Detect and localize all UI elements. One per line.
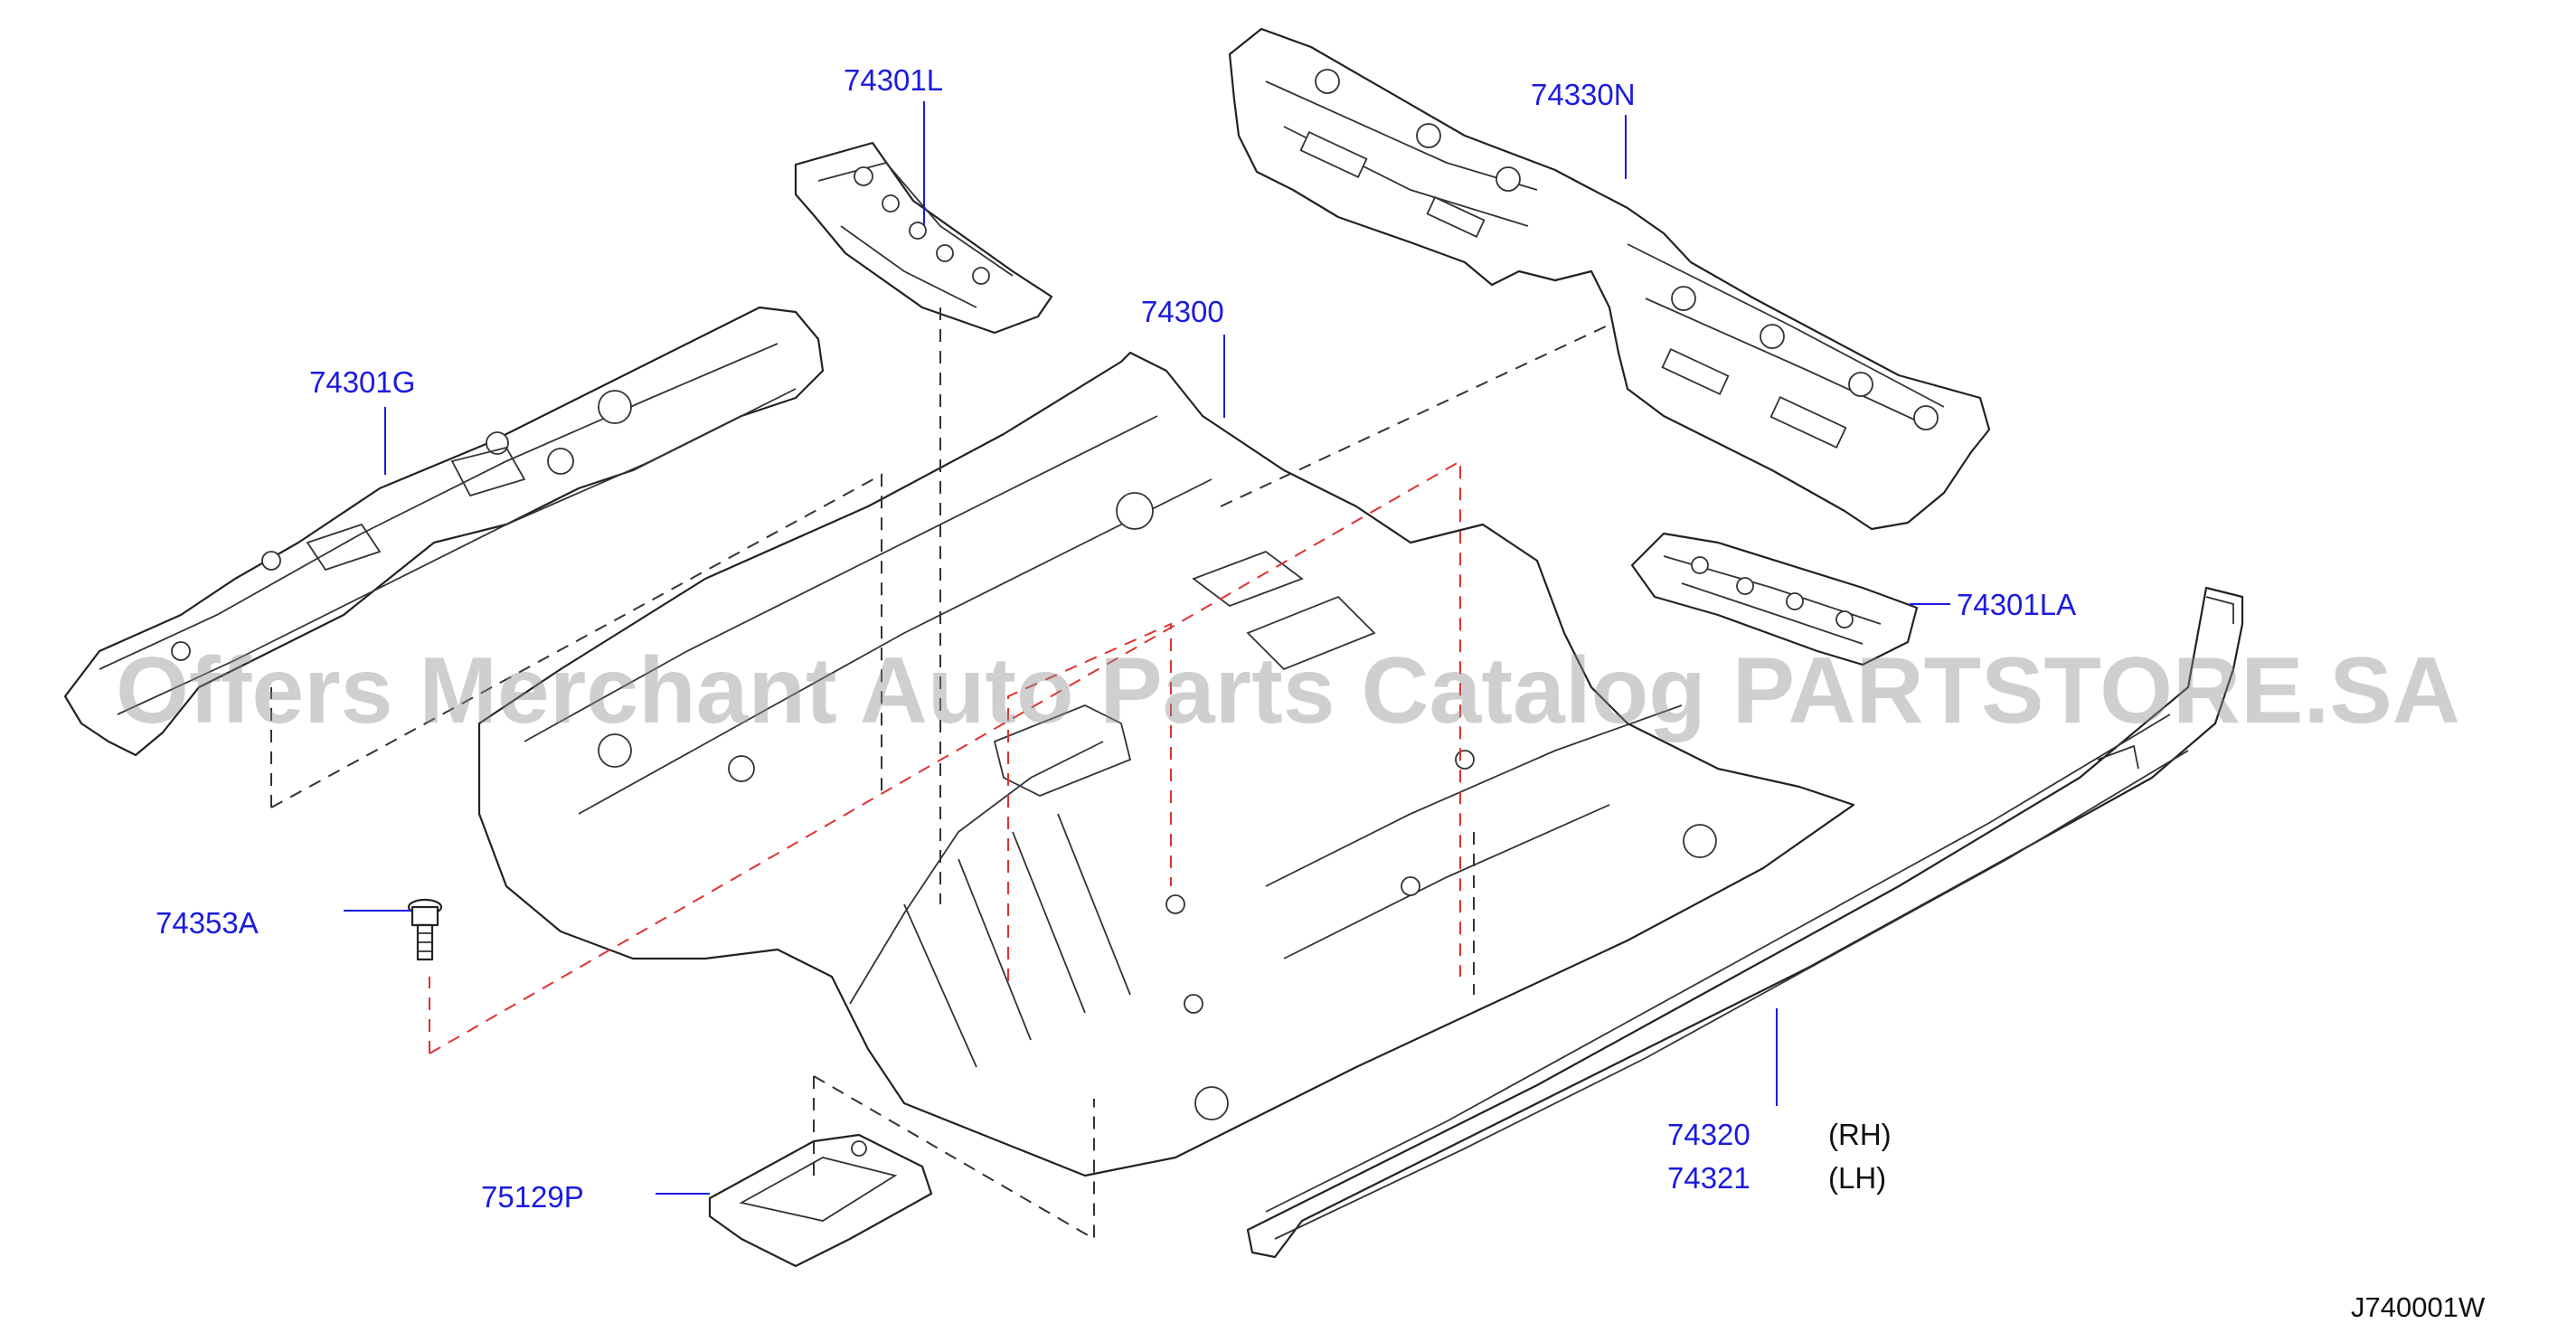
side-lh-label: (LH) — [1828, 1161, 1887, 1195]
callout-74330N[interactable]: 74330N — [1531, 78, 1636, 111]
part-74320-74321[interactable] — [1246, 586, 2244, 1259]
side-rh-label: (RH) — [1828, 1118, 1892, 1151]
part-74301G[interactable] — [63, 306, 825, 757]
part-74300[interactable] — [477, 351, 1855, 1177]
callout-74321[interactable]: 74321 — [1667, 1161, 1750, 1195]
callout-75129P[interactable]: 75129P — [481, 1180, 584, 1214]
part-74353A[interactable] — [407, 898, 443, 961]
part-74301LA[interactable] — [1630, 532, 1919, 666]
callout-74301G[interactable]: 74301G — [309, 365, 416, 399]
leader-lines — [344, 101, 1950, 1195]
reference-code: J740001W — [2351, 1291, 2486, 1323]
phantom-lines — [270, 307, 1609, 1241]
callout-74353A[interactable]: 74353A — [156, 906, 259, 940]
watermark: Offers Merchant Auto Parts Catalog PARTS… — [116, 638, 2460, 743]
part-75129P[interactable] — [708, 1133, 933, 1268]
callout-74300[interactable]: 74300 — [1141, 295, 1224, 328]
callout-74301LA[interactable]: 74301LA — [1957, 588, 2077, 621]
callout-74320[interactable]: 74320 — [1667, 1118, 1750, 1151]
part-74330N[interactable] — [1228, 27, 1991, 531]
callout-74301L[interactable]: 74301L — [844, 63, 944, 97]
part-74301L[interactable] — [794, 141, 1053, 335]
